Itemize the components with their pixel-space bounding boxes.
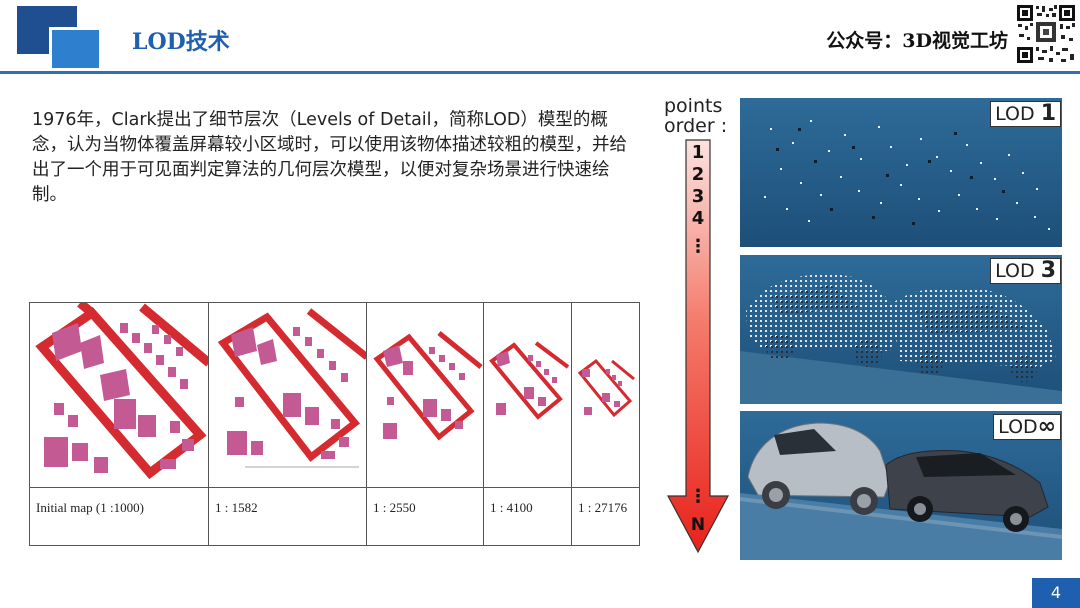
map-image-initial [35,303,208,480]
caption-2550: 1 : 2550 [367,487,484,545]
points-label-line1: points [664,95,723,117]
map-cell-initial [30,303,209,487]
map-cell-2550 [367,303,484,487]
map-image-27176 [577,358,635,418]
lod3-level: 3 [1040,258,1056,283]
lod1-label: LOD 1 [990,101,1061,127]
page-number: 4 [1032,578,1080,608]
page-title: LOD技术 [132,29,230,55]
order-2: 2 [692,164,705,185]
account-name: 公众号：3D视觉工坊 [826,30,1008,52]
map-generalization-table: Initial map (1 :1000) 1 : 1582 1 : 2550 … [29,302,640,546]
lod-infinity-label-text: LOD [998,416,1038,438]
logo-square-light [49,27,99,68]
lod-infinity-panel: LOD∞ [740,411,1062,560]
lod-infinity-label: LOD∞ [993,414,1061,440]
points-order-arrow: 1 2 3 4 ⋮ ⋮ N [666,139,730,554]
order-4: 4 [692,208,705,229]
lod1-panel: LOD 1 [740,98,1062,247]
order-ellipsis-bottom: ⋮ [689,486,707,507]
lod3-label-text: LOD [995,260,1041,282]
point-cloud-medium [740,274,1062,404]
caption-initial: Initial map (1 :1000) [30,487,209,545]
caption-27176: 1 : 27176 [572,487,639,545]
map-cell-27176 [572,303,639,487]
points-label-line2: order : [664,115,728,137]
qr-code-icon [1016,4,1076,64]
map-image-4100 [489,341,570,420]
point-cloud-sparse [764,120,1050,230]
lod3-panel: LOD 3 [740,255,1062,404]
order-ellipsis-top: ⋮ [689,236,707,257]
lod3-label: LOD 3 [990,258,1061,284]
map-cell-4100 [484,303,572,487]
caption-4100: 1 : 4100 [484,487,572,545]
order-1: 1 [692,142,705,163]
order-3: 3 [692,186,705,207]
point-cloud-dense [740,422,1062,560]
map-image-2550 [373,331,483,441]
caption-1582: 1 : 1582 [209,487,367,545]
map-cell-1582 [209,303,367,487]
order-n: N [691,515,705,535]
intro-paragraph: 1976年，Clark提出了细节层次（Levels of Detail，简称LO… [32,110,627,205]
map-image-1582 [217,308,366,468]
points-order-label: points order : [664,96,727,136]
header-divider [0,71,1080,74]
lod1-label-text: LOD [995,103,1041,125]
lod1-level: 1 [1040,101,1056,126]
lod-infinity-level: ∞ [1037,414,1056,439]
